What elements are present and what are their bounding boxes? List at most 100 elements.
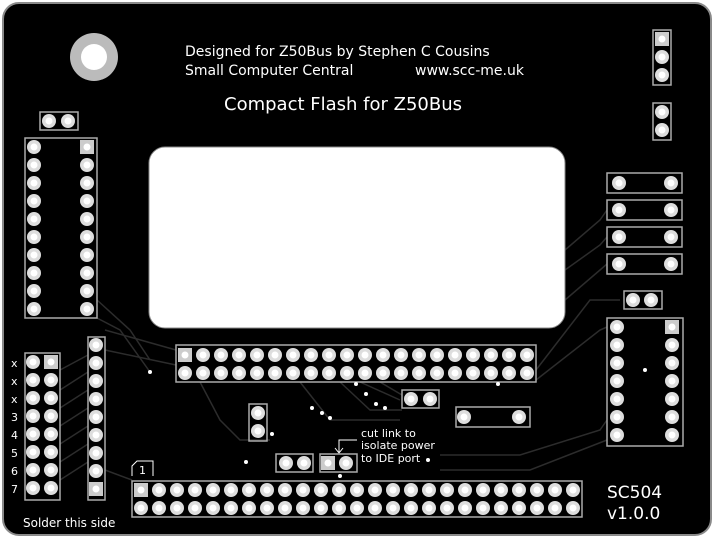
pad-drill [29,484,37,492]
pad-drill [515,413,523,421]
pad-drill [487,369,495,377]
pad-drill [307,351,315,359]
resistor-2 [606,199,683,221]
resistor-1-outline [606,172,683,194]
pad-drill [83,179,91,187]
pad-drill [658,108,666,116]
pad-drill [253,369,261,377]
header-3pin-top-right-outline [652,29,672,86]
pad-drill [371,486,379,494]
header-3pin-top-right [652,29,672,86]
pad-drill [479,504,487,512]
pad-drill [155,504,163,512]
row-label: x [11,393,18,406]
pad-drill [569,504,577,512]
pad-drill [282,459,290,467]
via [383,406,387,410]
via [643,368,647,372]
pad-drill [425,504,433,512]
pin1-label: 1 [139,464,146,477]
pad-drill [137,504,145,512]
model-label: SC504 [607,483,662,503]
pad-drill [361,351,369,359]
pad-drill [451,351,459,359]
capacitor-mid-outline [401,389,440,409]
pad-drill [83,197,91,205]
cut-link-note-2: isolate power [361,439,435,452]
pad-drill [343,351,351,359]
pad-drill [173,504,181,512]
pad-drill [407,486,415,494]
pad-drill [47,484,55,492]
via [328,416,332,420]
pad-drill [289,369,297,377]
via [426,458,430,462]
pad-drill [83,305,91,313]
pad-drill [209,504,217,512]
pad-drill [533,486,541,494]
pad-drill [199,351,207,359]
pad-drill [227,504,235,512]
pad-drill [92,359,100,367]
pad-drill [415,351,423,359]
board-title: Compact Flash for Z50Bus [224,94,462,115]
pad-drill [263,504,271,512]
pad-drill [433,369,441,377]
pad-drill [460,413,468,421]
pad-drill [83,233,91,241]
capacitor-bottom-outline [275,453,314,473]
dip20-socket-outline [24,137,98,319]
pad-drill [379,369,387,377]
pad-drill [505,369,513,377]
via [374,402,378,406]
header-2pin-right [652,102,672,141]
header-2x25-bus [131,480,583,518]
pad-drill [191,486,199,494]
header-2x25-bus-outline [131,480,583,518]
jumper-top-left [39,111,79,131]
pad-drill [217,369,225,377]
pad-drill [29,412,37,420]
pad-drill [199,369,207,377]
via [338,474,342,478]
pad-drill [29,466,37,474]
pad-drill [353,486,361,494]
pad-drill [353,504,361,512]
pad-drill [307,369,315,377]
row-label: 3 [11,411,18,424]
pad-drill [667,206,675,214]
pad-drill [30,197,38,205]
pad-drill [615,260,623,268]
row-label: 6 [11,465,18,478]
pad-drill [281,504,289,512]
pad-drill [227,486,235,494]
pad-drill [523,369,531,377]
pad-drill [647,296,655,304]
pad-drill [299,504,307,512]
via [270,432,274,436]
pad-drill [551,504,559,512]
credit-line-1: Designed for Z50Bus by Stephen C Cousins [185,44,490,60]
pad-drill [281,486,289,494]
pad-drill [497,504,505,512]
pad-drill [30,179,38,187]
pad-drill [342,459,350,467]
header-2x20 [175,344,537,383]
row-label: 5 [11,447,18,460]
resistor-2-outline [606,199,683,221]
pad-drill [613,395,621,403]
cut-link-note-3: to IDE port [361,452,421,465]
via [310,406,314,410]
pad-drill [30,143,38,151]
pad-drill [30,305,38,313]
pad-drill [325,369,333,377]
pad-drill [271,351,279,359]
credit-line-2-left: Small Computer Central [185,63,353,79]
capacitor-right [623,290,663,310]
pad-drill [451,369,459,377]
pad-drill [235,369,243,377]
pad-drill [668,395,676,403]
pad-drill [658,35,666,43]
pad-drill [92,431,100,439]
pad-drill [92,449,100,457]
